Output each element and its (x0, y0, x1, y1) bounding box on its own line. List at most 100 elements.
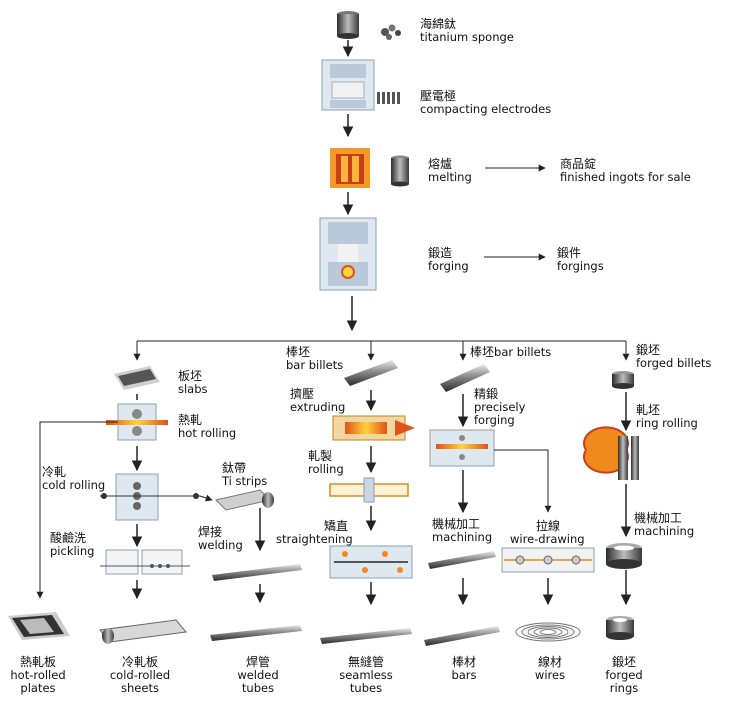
label-zh: 軋製 (308, 449, 333, 463)
wire-drawing-route-connector (494, 449, 552, 513)
label-en: forging (428, 259, 469, 273)
label-extruding: 擠壓 extruding (290, 388, 345, 414)
bars-image (424, 626, 500, 646)
label-zh: 線材 (537, 655, 562, 669)
electrode-press-image (321, 59, 400, 111)
label-forged-rings: 鍛坯 forged rings (605, 656, 642, 695)
label-en-line2: forging (474, 413, 515, 427)
label-en: melting (428, 170, 472, 184)
label-en-line2: sheets (121, 681, 159, 695)
seamless-tubes-image (320, 628, 412, 644)
label-ring-rolling: 軋坯 ring rolling (636, 404, 698, 430)
hot-rolled-plates-image (8, 612, 70, 640)
pickling-tanks-image (100, 549, 190, 575)
label-en: Ti strips (222, 474, 268, 488)
label-zh: 機械加工 (634, 511, 683, 525)
label-en: cold rolling (42, 478, 106, 492)
label-en: bar billets (494, 345, 552, 359)
slabs-image (114, 366, 160, 390)
cold-rolled-sheets-image (99, 619, 187, 644)
label-zh: 商品錠 (560, 157, 597, 171)
label-zh: 熱軋 (178, 413, 203, 427)
sponge-pieces-icon (381, 24, 401, 40)
extruder-image (332, 415, 415, 441)
label-zh: 矯直 (324, 519, 349, 533)
label-wire-drawing: 拉線 wire-drawing (510, 520, 585, 546)
label-machining-2: 機械加工 machining (634, 512, 694, 538)
label-cold-rolling: 冷軋 cold rolling (42, 466, 105, 492)
label-en: machining (634, 524, 695, 538)
label-en: rolling (308, 462, 344, 476)
label-zh: 無縫管 (347, 655, 385, 669)
label-compacting-electrodes: 壓電極 compacting electrodes (420, 90, 551, 116)
label-zh: 機械加工 (432, 517, 481, 531)
label-en: straightening (276, 532, 353, 546)
label-bar-billets-1: 棒坯 bar billets (286, 346, 343, 372)
label-cold-rolled-sheets: 冷軋板 cold-rolled sheets (110, 656, 170, 695)
ingot-image (391, 155, 409, 187)
label-en: hot rolling (178, 426, 237, 440)
label-en: slabs (178, 382, 208, 396)
ring-rolling-image (583, 426, 639, 480)
label-zh: 鍛坯 (611, 655, 637, 669)
label-zh: 冷軋 (42, 465, 67, 479)
electrode-bars-icon (377, 92, 400, 104)
label-wires: 線材 wires (535, 656, 565, 682)
label-en: seamless (339, 668, 393, 682)
label-hot-rolled-plates: 熱軋板 hot-rolled plates (10, 656, 65, 695)
label-en-line2: tubes (241, 681, 275, 695)
label-zh: 熔爐 (428, 157, 453, 171)
wire-drawing-machine-image (501, 547, 595, 573)
label-en: bar billets (286, 358, 344, 372)
forging-press-image (319, 217, 377, 291)
label-zh: 海綿鈦 (420, 17, 457, 31)
label-en: forged (605, 668, 643, 682)
label-precisely-forging: 精鍛 precisely forging (474, 388, 525, 427)
label-en: cold-rolled (109, 668, 171, 682)
straightening-machine-image (329, 545, 413, 579)
sponge-image (337, 11, 401, 40)
label-zh: 棒坯 (286, 345, 311, 359)
label-zh: 冷軋板 (121, 655, 158, 669)
label-zh: 精鍛 (474, 387, 499, 401)
label-seamless-tubes: 無縫管 seamless tubes (339, 656, 393, 695)
bar-billet-image-1 (344, 360, 398, 386)
label-zh: 鈦帶 (222, 461, 247, 475)
label-ti-strips: 鈦帶 Ti strips (222, 462, 267, 488)
distribution-connectors (133, 340, 630, 361)
label-en-line2: rings (609, 681, 639, 695)
label-en: precisely (474, 400, 526, 414)
label-en-line2: tubes (349, 681, 383, 695)
label-en: finished ingots for sale (560, 170, 691, 184)
label-pickling: 酸鹼洗 pickling (50, 532, 94, 558)
label-zh: 擠壓 (290, 387, 315, 401)
label-en: wire-drawing (510, 532, 585, 546)
label-zh: 棒坯 (470, 345, 495, 359)
label-zh: 焊管 (245, 655, 271, 669)
label-en: welded (237, 668, 279, 682)
hot-plate-route-connector (36, 421, 118, 599)
label-forgings: 鍛件 forgings (557, 247, 604, 273)
machined-ring-image (606, 543, 642, 569)
label-en-line2: plates (20, 681, 56, 695)
forged-rings-image (606, 616, 634, 640)
welded-tubes-image (210, 625, 302, 641)
label-en: ring rolling (636, 416, 698, 430)
label-hot-rolling: 熱軋 hot rolling (178, 414, 236, 440)
label-bar-billets-2: 棒坯bar billets (470, 346, 551, 359)
label-en: hot-rolled (10, 668, 66, 682)
label-bars: 棒材 bars (451, 656, 476, 682)
label-en: forgings (557, 259, 604, 273)
label-en: bars (451, 668, 477, 682)
label-forging: 鍛造 forging (428, 247, 469, 273)
label-zh: 鍛坯 (636, 343, 661, 357)
welded-tube-image (212, 564, 302, 581)
label-welded-tubes: 焊管 welded tubes (237, 656, 278, 695)
label-zh: 焊接 (198, 525, 223, 539)
label-melting: 熔爐 melting (428, 158, 472, 184)
label-en: extruding (290, 400, 346, 414)
label-titanium-sponge: 海綿鈦 titanium sponge (420, 18, 514, 44)
tube-rolling-image (329, 477, 409, 503)
hot-rolling-mill-image (106, 403, 168, 441)
